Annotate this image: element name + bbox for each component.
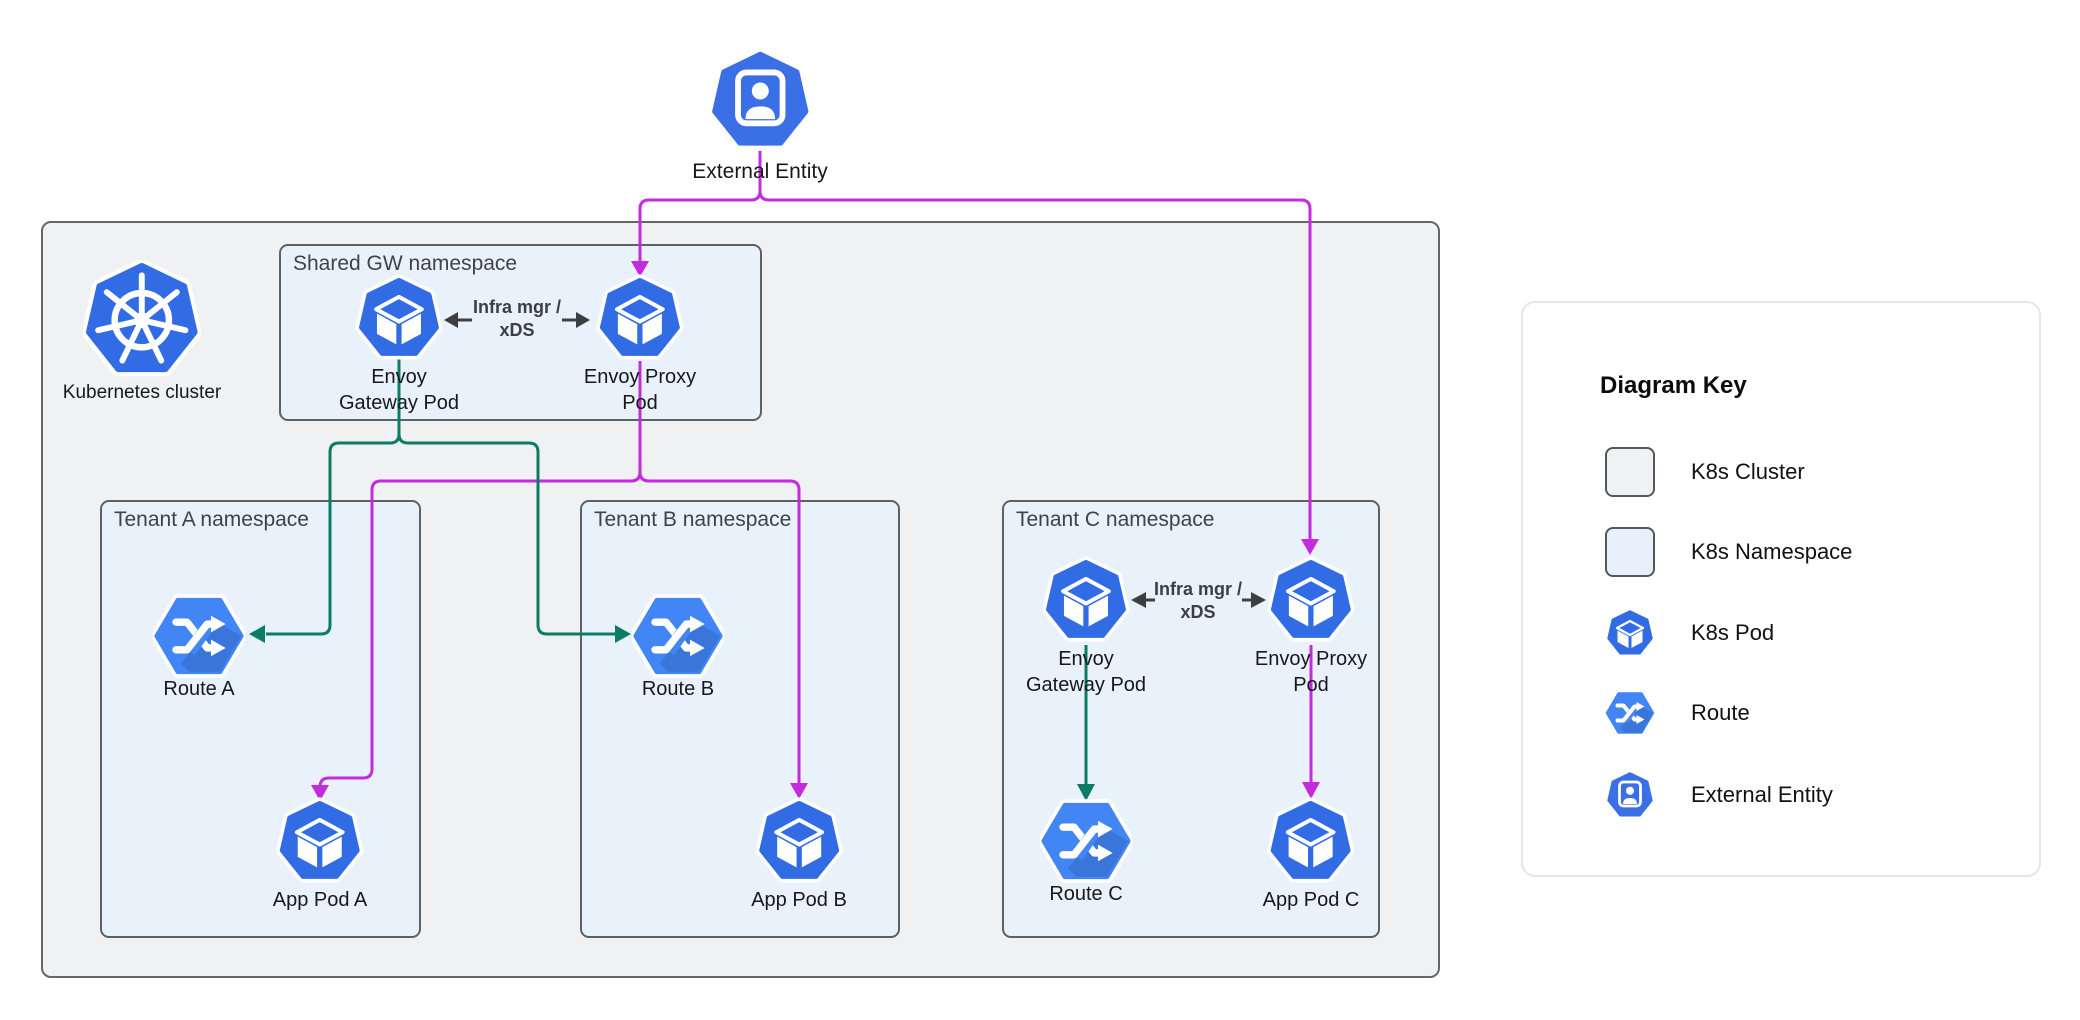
node-label: Envoy Proxy Pod — [1254, 648, 1368, 696]
key-item-route: Route — [1605, 687, 1750, 739]
namespace-title: Tenant C namespace — [1016, 508, 1215, 531]
shared-envoy-gateway-pod-node: Envoy Gateway Pod — [339, 274, 459, 416]
app-pod-c-node: App Pod C — [1262, 797, 1360, 913]
shared-envoy-proxy-pod-node: Envoy Proxy Pod — [584, 274, 696, 416]
pod-icon — [355, 274, 443, 362]
key-item-external-entity: External Entity — [1605, 769, 1833, 821]
key-item-namespace: K8s Namespace — [1605, 526, 1852, 578]
k8s-namespace-swatch — [1605, 527, 1655, 577]
node-label: Route B — [641, 678, 715, 700]
route-icon — [153, 590, 245, 682]
node-label: App Pod A — [272, 889, 368, 911]
app-pod-a-node: App Pod A — [272, 797, 368, 913]
node-label: Route A — [163, 678, 235, 700]
pod-icon — [1267, 556, 1355, 644]
node-label: Kubernetes cluster — [62, 382, 222, 403]
k8s-pod-icon — [1605, 608, 1655, 658]
kubernetes-icon — [83, 260, 201, 378]
tenant-b-namespace-box: Tenant B namespace — [580, 500, 900, 938]
pod-icon — [596, 274, 684, 362]
node-label: Envoy Gateway Pod — [338, 366, 460, 414]
external-entity-node: External Entity — [692, 47, 828, 185]
node-label: App Pod C — [1262, 889, 1360, 911]
external-entity-icon — [707, 47, 813, 153]
app-pod-b-node: App Pod B — [751, 797, 847, 913]
node-label: App Pod B — [751, 889, 847, 911]
pod-icon — [1267, 797, 1355, 885]
route-c-node: Route C — [1040, 795, 1132, 907]
pod-icon — [276, 797, 364, 885]
route-icon — [1040, 795, 1132, 887]
shared-infra-xds-edge-label: Infra mgr / xDS — [472, 297, 562, 340]
key-item-cluster: K8s Cluster — [1605, 446, 1805, 498]
k8s-cluster-swatch — [1605, 447, 1655, 497]
kubernetes-cluster-node: Kubernetes cluster — [63, 260, 221, 406]
tenant-a-namespace-box: Tenant A namespace — [100, 500, 421, 938]
diagram-key-panel — [1521, 301, 2041, 877]
pod-icon — [1042, 556, 1130, 644]
node-label: External Entity — [692, 160, 828, 183]
route-b-node: Route B — [632, 590, 724, 702]
namespace-title: Shared GW namespace — [293, 252, 518, 275]
tenant-c-infra-xds-edge-label: Infra mgr / xDS — [1153, 579, 1243, 622]
external-entity-icon — [1605, 770, 1655, 820]
node-label: Envoy Proxy Pod — [583, 366, 697, 414]
tenant-c-envoy-proxy-pod-node: Envoy Proxy Pod — [1255, 556, 1367, 698]
route-a-node: Route A — [153, 590, 245, 702]
key-item-pod: K8s Pod — [1605, 607, 1774, 659]
diagram-key-title: Diagram Key — [1600, 372, 1747, 399]
node-label: Route C — [1049, 883, 1123, 905]
route-icon — [632, 590, 724, 682]
tenant-c-envoy-gateway-pod-node: Envoy Gateway Pod — [1026, 556, 1146, 698]
route-icon — [1605, 688, 1655, 738]
pod-icon — [755, 797, 843, 885]
node-label: Envoy Gateway Pod — [1025, 648, 1147, 696]
namespace-title: Tenant B namespace — [594, 508, 792, 531]
namespace-title: Tenant A namespace — [114, 508, 309, 531]
